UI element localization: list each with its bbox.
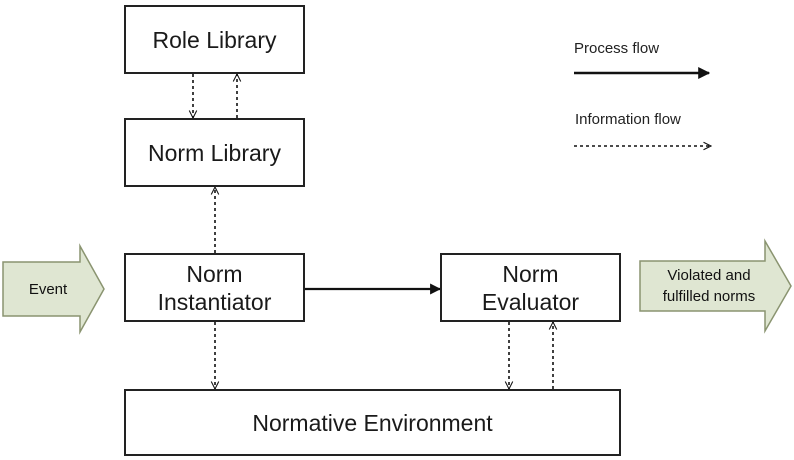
event-block-arrow bbox=[2, 243, 105, 335]
norm-library-label: Norm Library bbox=[148, 139, 281, 166]
norm-instantiator-label-line-2: Instantiator bbox=[157, 288, 272, 315]
norm-instantiator-box: Norm Instantiator bbox=[124, 253, 305, 322]
legend-process-flow-label: Process flow bbox=[574, 40, 660, 57]
role-library-label: Role Library bbox=[152, 26, 277, 53]
norm-instantiator-label-line-1: Norm bbox=[186, 260, 243, 287]
event-label: Event bbox=[28, 280, 68, 298]
output-label-line-2: fulfilled norms bbox=[662, 288, 756, 305]
norm-evaluator-label-line-2: Evaluator bbox=[481, 288, 580, 315]
norm-evaluator-label-line-1: Norm bbox=[502, 260, 559, 287]
normative-environment-box: Normative Environment bbox=[124, 389, 621, 456]
normative-environment-label: Normative Environment bbox=[252, 409, 493, 436]
role-library-box: Role Library bbox=[124, 5, 305, 74]
output-block-arrow bbox=[639, 238, 792, 334]
output-label-container: Violated and fulfilled norms bbox=[640, 261, 778, 311]
norm-evaluator-box: Norm Evaluator bbox=[440, 253, 621, 322]
event-label-container: Event bbox=[3, 262, 93, 316]
output-label-line-1: Violated and bbox=[667, 267, 751, 284]
legend-information-flow-label: Information flow bbox=[575, 111, 681, 128]
norm-library-box: Norm Library bbox=[124, 118, 305, 187]
